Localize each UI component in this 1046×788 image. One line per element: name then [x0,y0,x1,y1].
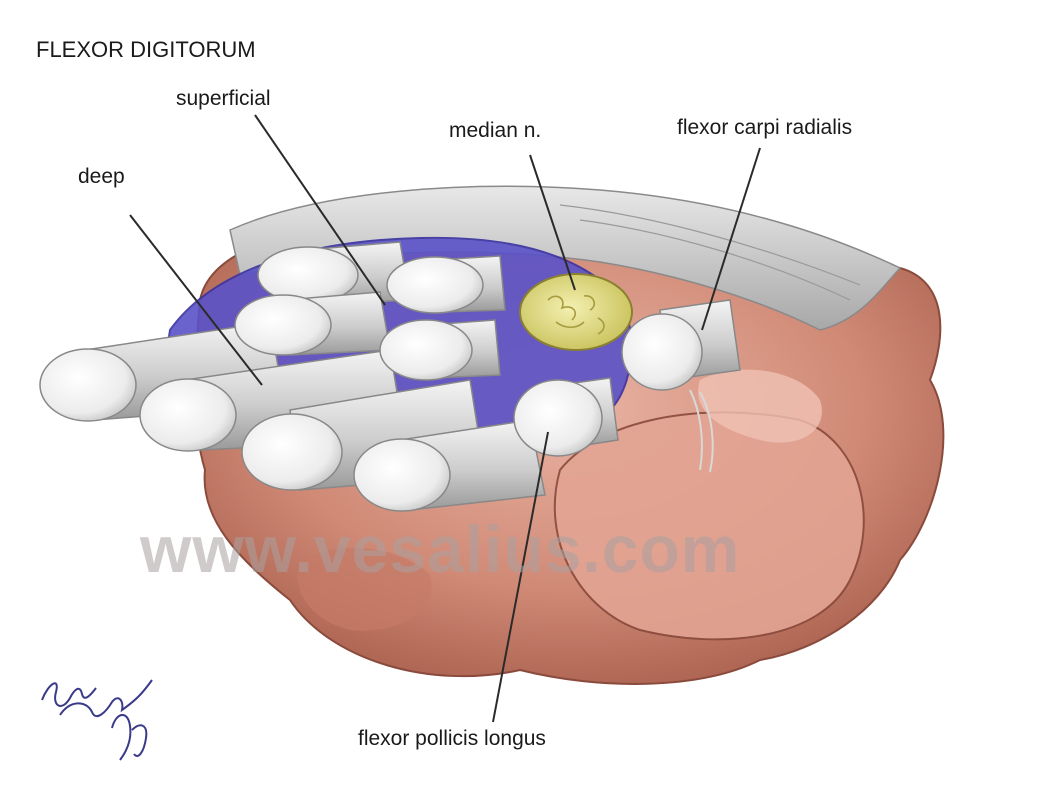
median-nerve [520,274,632,350]
diagram-title: FLEXOR DIGITORUM [36,39,256,61]
artist-signature [42,680,152,760]
label-superficial: superficial [176,88,271,109]
flexor-digitorum-tendons [40,242,545,511]
superficial-tendon-4 [380,320,500,380]
label-deep: deep [78,166,125,187]
label-flexor-pollicis-longus: flexor pollicis longus [358,728,546,749]
label-median-nerve: median n. [449,120,541,141]
label-flexor-carpi-radialis: flexor carpi radialis [677,117,852,138]
superficial-tendon-3 [387,256,505,313]
superficial-tendon-2 [235,292,390,355]
watermark: www.vesalius.com [140,516,740,582]
